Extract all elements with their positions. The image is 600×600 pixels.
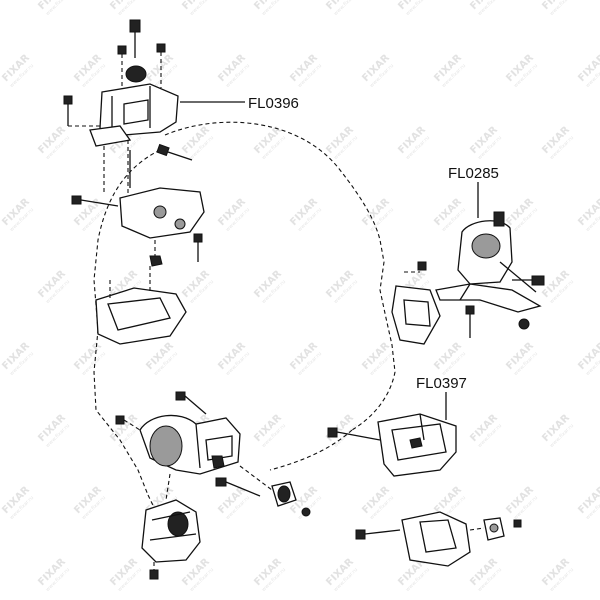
lower-right-bracket: [401, 511, 471, 567]
bolt-icon: [404, 261, 427, 273]
rear-mount-bracket: [391, 285, 441, 345]
upper-mount-assembly: [63, 19, 205, 345]
bolt-icon: [71, 195, 119, 207]
bolt-icon: [465, 305, 475, 338]
bolt-icon: [215, 477, 261, 497]
right-mount-assembly: [327, 413, 522, 567]
engine-block-outline: [93, 121, 396, 496]
bolt-icon: [115, 415, 141, 431]
rear-mount-assembly: [391, 211, 545, 345]
bolt-icon: [156, 143, 193, 161]
bolt-icon: [193, 233, 203, 262]
callout-label-fl0285: FL0285: [448, 165, 499, 182]
bolt-icon: [117, 45, 127, 88]
callout-label-fl0397: FL0397: [416, 375, 467, 392]
bolt-icon: [513, 519, 522, 528]
bolt-icon: [149, 562, 159, 580]
left-lower-mount-assembly: [115, 391, 311, 580]
callout-label-fl0396: FL0396: [248, 95, 299, 112]
bolt-icon: [175, 391, 207, 415]
bolt-icon: [156, 43, 166, 88]
bolt-icon: [129, 19, 141, 58]
nut-icon: [518, 318, 530, 330]
bolt-icon: [63, 95, 100, 127]
bolt-icon: [355, 529, 401, 540]
bolt-icon: [327, 427, 381, 441]
bolt-icon: [531, 275, 545, 286]
